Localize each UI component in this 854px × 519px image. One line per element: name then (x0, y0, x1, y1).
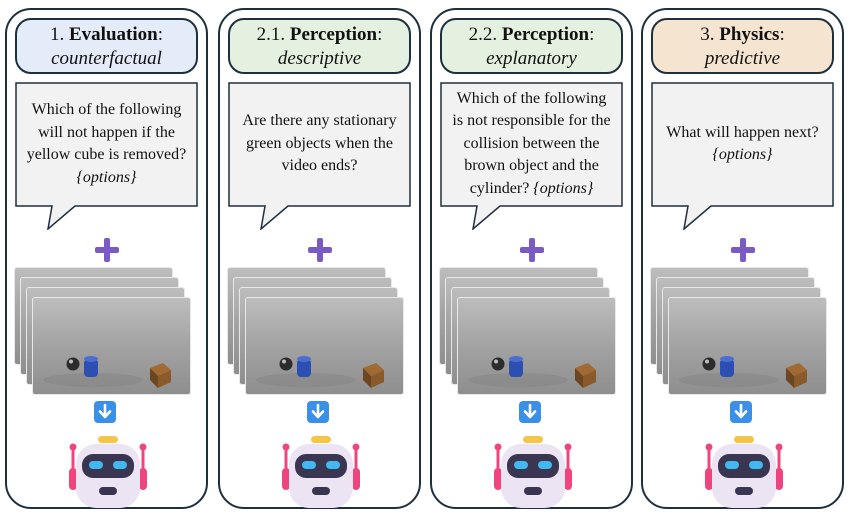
panel-title: 2.1. Perception: descriptive (228, 18, 411, 74)
title-colon: : (377, 24, 383, 45)
robot-icon (63, 434, 153, 510)
options-placeholder: {options} (76, 168, 137, 186)
video-frames (440, 268, 623, 394)
plus-icon (728, 235, 758, 265)
title-colon: : (157, 24, 163, 45)
video-frames (15, 268, 198, 394)
down-arrow-icon (518, 400, 542, 424)
question-bubble: What will happen next? {options} (651, 82, 834, 230)
question: Which of the following is not responsibl… (452, 89, 611, 197)
video-frames (228, 268, 411, 394)
panel-title: 3. Physics: predictive (651, 18, 834, 74)
question-text: Which of the following will not happen i… (15, 82, 198, 206)
options-placeholder: {options} (712, 146, 773, 163)
title-subtitle: explanatory (486, 48, 577, 69)
plus-icon (305, 235, 335, 265)
down-arrow-icon (306, 400, 330, 424)
speech-bubble-icon (228, 82, 411, 230)
title-number: 1. (50, 24, 65, 45)
question-text: What will happen next? {options} (651, 82, 834, 206)
title-number: 3. (700, 24, 715, 45)
title-subtitle: descriptive (277, 48, 362, 69)
question-bubble: Which of the following is not responsibl… (440, 82, 623, 230)
down-arrow-icon (729, 400, 753, 424)
robot-icon (488, 434, 578, 510)
video-frame (669, 298, 826, 394)
robot-icon (276, 434, 366, 510)
title-bold: Physics (719, 24, 780, 45)
title-number: 2.2. (468, 24, 498, 45)
plus-icon (92, 235, 122, 265)
speech-bubble-icon (440, 82, 623, 230)
video-frame (458, 298, 615, 394)
title-number: 2.1. (256, 24, 286, 45)
panel-title: 1. Evaluation: counterfactual (15, 18, 198, 74)
speech-bubble-icon (651, 82, 834, 230)
video-frames (651, 268, 834, 394)
title-colon: : (589, 24, 595, 45)
question-text: Which of the following is not responsibl… (440, 82, 623, 206)
plus-icon (517, 235, 547, 265)
question: Are there any stationary green objects w… (242, 112, 397, 175)
title-colon: : (779, 24, 785, 45)
title-subtitle: predictive (704, 48, 781, 69)
question-text: Are there any stationary green objects w… (228, 82, 411, 206)
title-bold: Perception (501, 24, 590, 45)
question-bubble: Are there any stationary green objects w… (228, 82, 411, 230)
video-frame (246, 298, 403, 394)
robot-icon (699, 434, 789, 510)
panel-title: 2.2. Perception: explanatory (440, 18, 623, 74)
title-bold: Evaluation (69, 24, 158, 45)
down-arrow-icon (93, 400, 117, 424)
options-placeholder: {options} (533, 179, 594, 197)
title-bold: Perception (289, 24, 378, 45)
video-frame (33, 298, 190, 394)
question-bubble: Which of the following will not happen i… (15, 82, 198, 230)
question: Which of the following will not happen i… (26, 101, 187, 163)
title-subtitle: counterfactual (51, 48, 162, 69)
question: What will happen next? (666, 123, 819, 141)
speech-bubble-icon (15, 82, 198, 230)
